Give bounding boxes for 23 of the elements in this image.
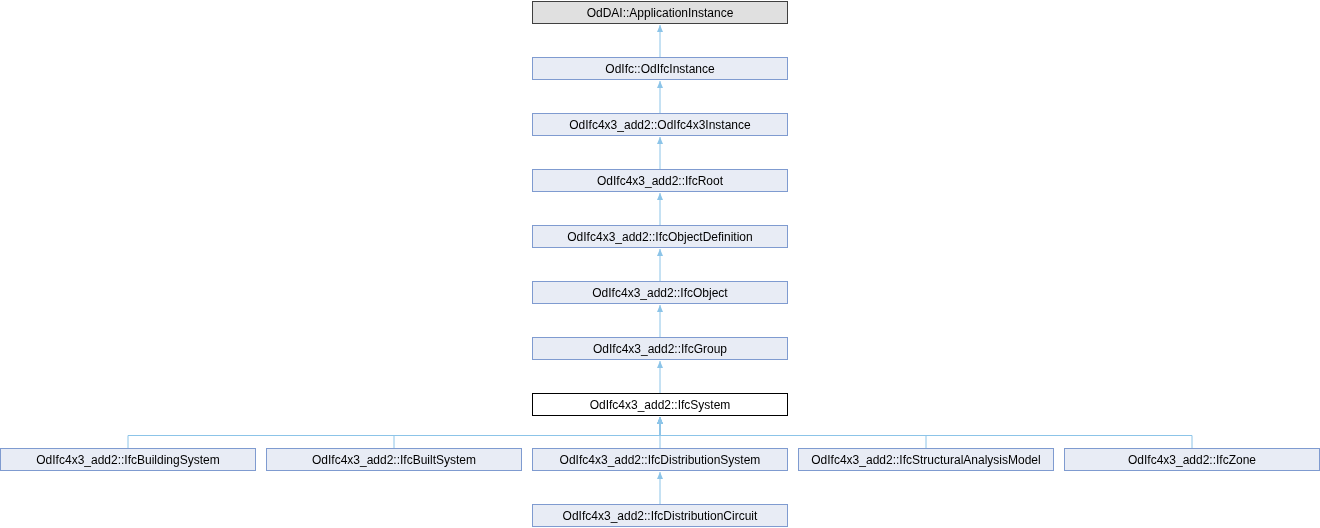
inheritance-arrow [657, 24, 663, 58]
class-box: OdIfc4x3_add2::IfcZone [1064, 448, 1320, 471]
class-box: OdDAI::ApplicationInstance [532, 1, 788, 24]
inheritance-arrow [657, 192, 663, 226]
inheritance-arrow [657, 136, 663, 170]
class-box: OdIfc4x3_add2::IfcSystem [532, 393, 788, 416]
inheritance-arrow [657, 248, 663, 282]
class-box: OdIfc4x3_add2::IfcBuildingSystem [0, 448, 256, 471]
class-box: OdIfc4x3_add2::IfcRoot [532, 169, 788, 192]
class-box: OdIfc4x3_add2::IfcObjectDefinition [532, 225, 788, 248]
class-box: OdIfc4x3_add2::IfcDistributionSystem [532, 448, 788, 471]
class-box: OdIfc4x3_add2::IfcGroup [532, 337, 788, 360]
inheritance-arrow [657, 80, 663, 114]
inheritance-arrow [657, 360, 663, 394]
class-box: OdIfc4x3_add2::IfcStructuralAnalysisModel [798, 448, 1054, 471]
inheritance-arrow [657, 304, 663, 338]
class-box: OdIfc4x3_add2::IfcObject [532, 281, 788, 304]
class-box: OdIfc4x3_add2::OdIfc4x3Instance [532, 113, 788, 136]
class-box: OdIfc4x3_add2::IfcBuiltSystem [266, 448, 522, 471]
inheritance-arrow [657, 471, 663, 505]
inheritance-arrow [657, 416, 1193, 449]
class-box: OdIfc4x3_add2::IfcDistributionCircuit [532, 504, 788, 527]
class-box: OdIfc::OdIfcInstance [532, 57, 788, 80]
